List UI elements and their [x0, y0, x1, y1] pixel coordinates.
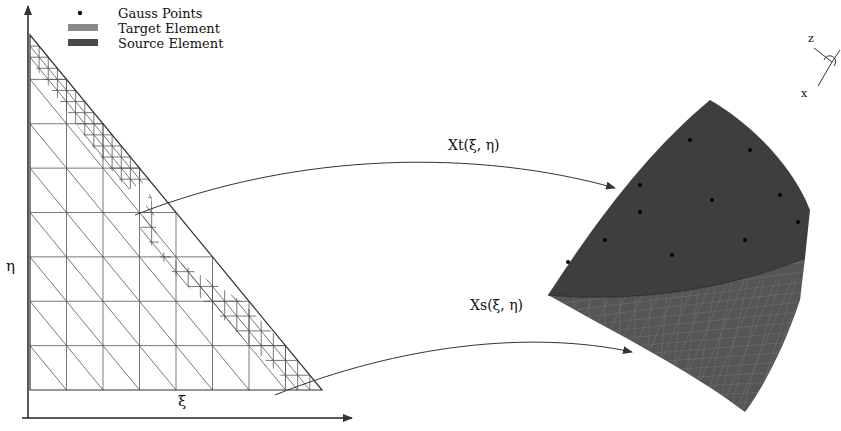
axis-triad [814, 48, 840, 86]
triangle-mesh [30, 46, 313, 390]
triad-label: x [801, 88, 807, 100]
mapping-arrow [135, 162, 615, 215]
legend-text: Gauss Points [118, 7, 202, 20]
legend-swatch [68, 39, 98, 46]
element-edge [548, 258, 805, 297]
mapping-label: Xt(ξ, η) [448, 138, 500, 153]
target-element [548, 100, 810, 297]
eta-axis [27, 6, 29, 418]
mapping-arrow [275, 342, 632, 395]
gauss-points [566, 138, 800, 264]
axis-label: η [6, 258, 15, 275]
legend-text: Target Element [118, 22, 220, 35]
source-element [548, 258, 805, 412]
reference-triangle [30, 35, 322, 390]
axis-label: ξ [178, 393, 186, 410]
mapping-label: Xs(ξ, η) [470, 298, 523, 313]
legend-swatch [68, 24, 98, 31]
legend-dot [78, 11, 82, 15]
xi-axis [22, 417, 352, 419]
triad-label: z [808, 33, 814, 45]
legend-text: Source Element [118, 37, 223, 50]
source-mesh [540, 250, 841, 426]
